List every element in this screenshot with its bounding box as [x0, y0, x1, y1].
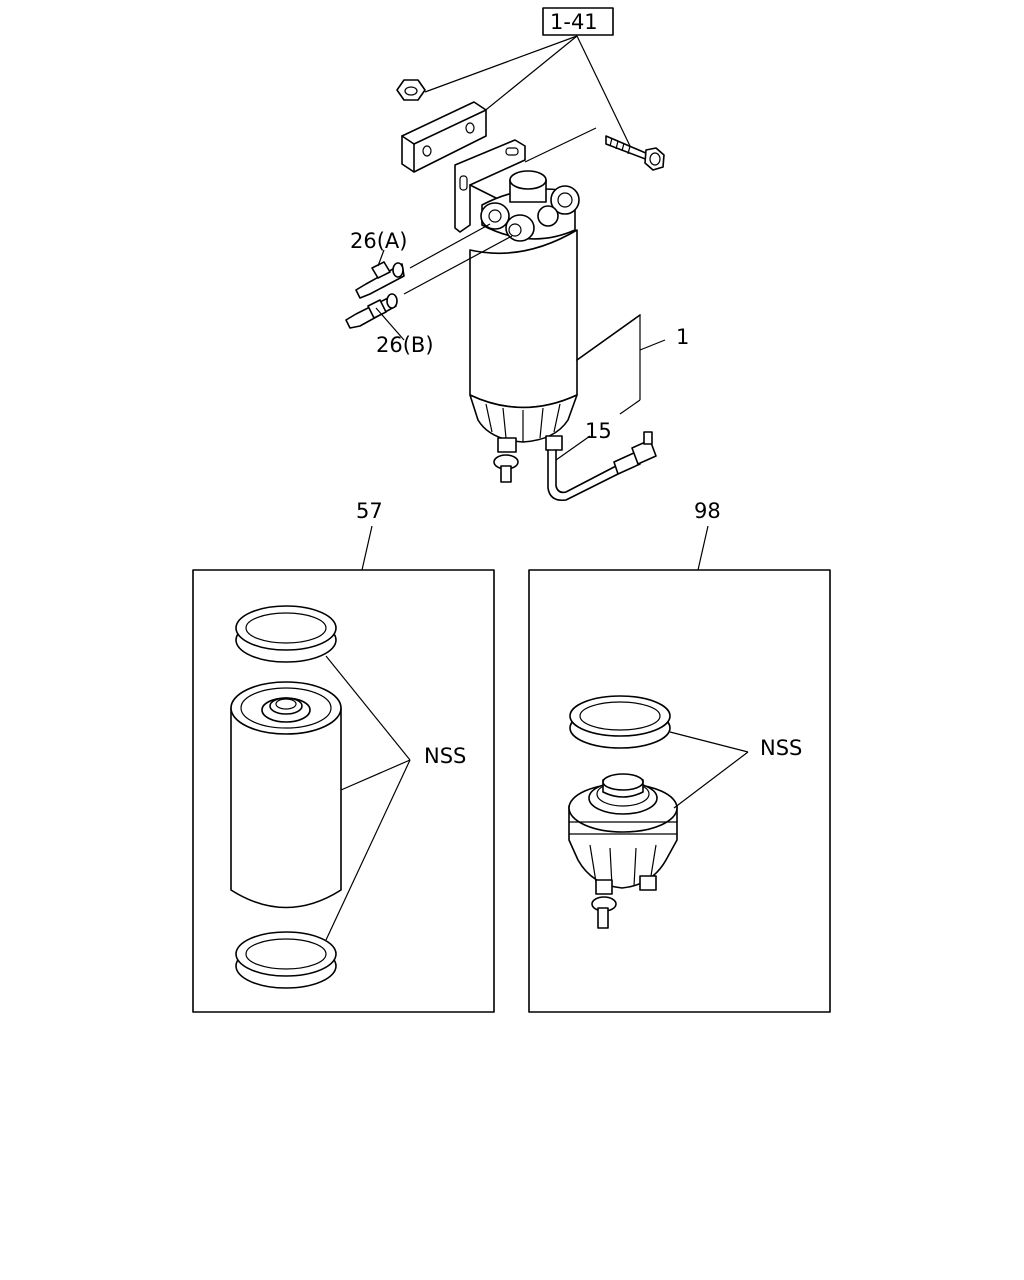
nss-right-leaders [669, 731, 749, 809]
bolt [605, 135, 665, 171]
nss-left-leaders [325, 655, 411, 941]
ref-box-label: 1-41 [550, 10, 598, 34]
panel-98-leader [697, 525, 709, 571]
spacer-plate [401, 101, 487, 173]
nut [396, 79, 426, 101]
filter-head [480, 170, 580, 242]
panel-57-leader [361, 525, 373, 571]
fitting-leader-lines [403, 223, 513, 295]
callout-1-15 [555, 315, 666, 461]
label-part-98: 98 [694, 499, 721, 523]
filter-bowl [469, 394, 578, 443]
o-ring-bottom-left [235, 931, 337, 989]
water-sensor [545, 431, 657, 502]
label-part-1: 1 [676, 325, 689, 349]
ref-leader-lines [424, 35, 631, 147]
label-nss-left: NSS [424, 744, 466, 768]
panel-98[interactable] [528, 569, 831, 1013]
bolt-leader [524, 127, 597, 163]
fitting-26b [345, 293, 405, 341]
filter-body [469, 229, 641, 409]
mounting-bracket [454, 139, 526, 233]
label-part-15: 15 [585, 419, 612, 443]
label-nss-right: NSS [760, 736, 802, 760]
fitting-26a [355, 249, 405, 299]
o-ring-top-left [235, 605, 337, 663]
label-26a: 26(A) [350, 229, 407, 253]
ref-box-1-41[interactable]: 1-41 [542, 7, 614, 36]
bowl-assembly [568, 773, 678, 929]
label-26b: 26(B) [376, 333, 434, 357]
drain-cock [493, 437, 519, 483]
label-part-57: 57 [356, 499, 383, 523]
filter-element [230, 681, 342, 909]
o-ring-right [569, 695, 671, 749]
